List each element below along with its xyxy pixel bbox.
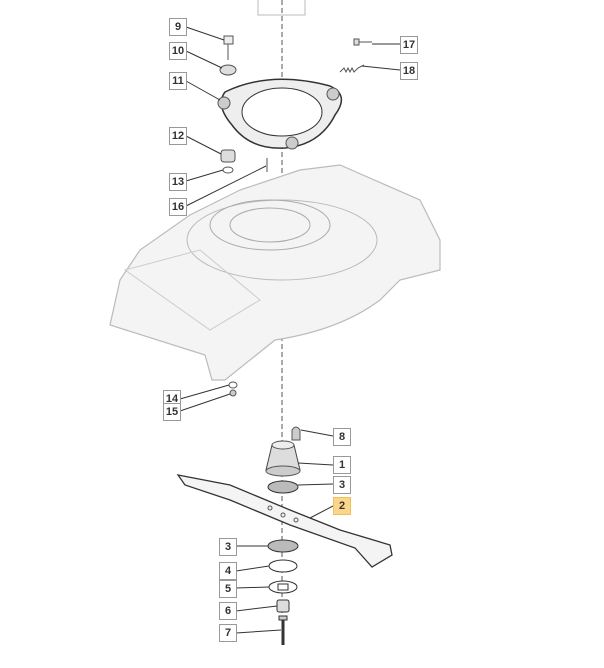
callout-3-lower[interactable]: 3	[219, 538, 237, 556]
spacer-part	[220, 149, 236, 163]
spring-part	[339, 64, 365, 74]
washer-part	[222, 166, 234, 174]
friction-washer	[267, 480, 299, 494]
motor-stub	[257, 0, 306, 16]
callout-5[interactable]: 5	[219, 580, 237, 598]
callout-3[interactable]: 3	[333, 476, 351, 494]
callout-10[interactable]: 10	[169, 42, 187, 60]
callout-7[interactable]: 7	[219, 624, 237, 642]
nut-6	[276, 599, 290, 613]
callout-12[interactable]: 12	[169, 127, 187, 145]
callout-16[interactable]: 16	[169, 198, 187, 216]
blade	[176, 474, 393, 568]
callout-1[interactable]: 1	[333, 456, 351, 474]
friction-washer-2	[267, 539, 299, 553]
callout-13[interactable]: 13	[169, 173, 187, 191]
callout-8[interactable]: 8	[333, 428, 351, 446]
bolt-part	[223, 35, 234, 60]
callout-17[interactable]: 17	[400, 36, 418, 54]
callout-6[interactable]: 6	[219, 602, 237, 620]
callout-4[interactable]: 4	[219, 562, 237, 580]
callout-11[interactable]: 11	[169, 72, 187, 90]
key-part	[291, 426, 301, 441]
nut-part	[219, 64, 237, 76]
mower-deck	[109, 164, 441, 381]
callout-15[interactable]: 15	[163, 403, 181, 421]
blade-washer	[268, 580, 298, 594]
washer	[268, 559, 298, 573]
callout-18[interactable]: 18	[400, 62, 418, 80]
leader-lines	[179, 26, 401, 634]
callout-9[interactable]: 9	[169, 18, 187, 36]
callout-2-highlighted[interactable]: 2	[333, 497, 351, 515]
